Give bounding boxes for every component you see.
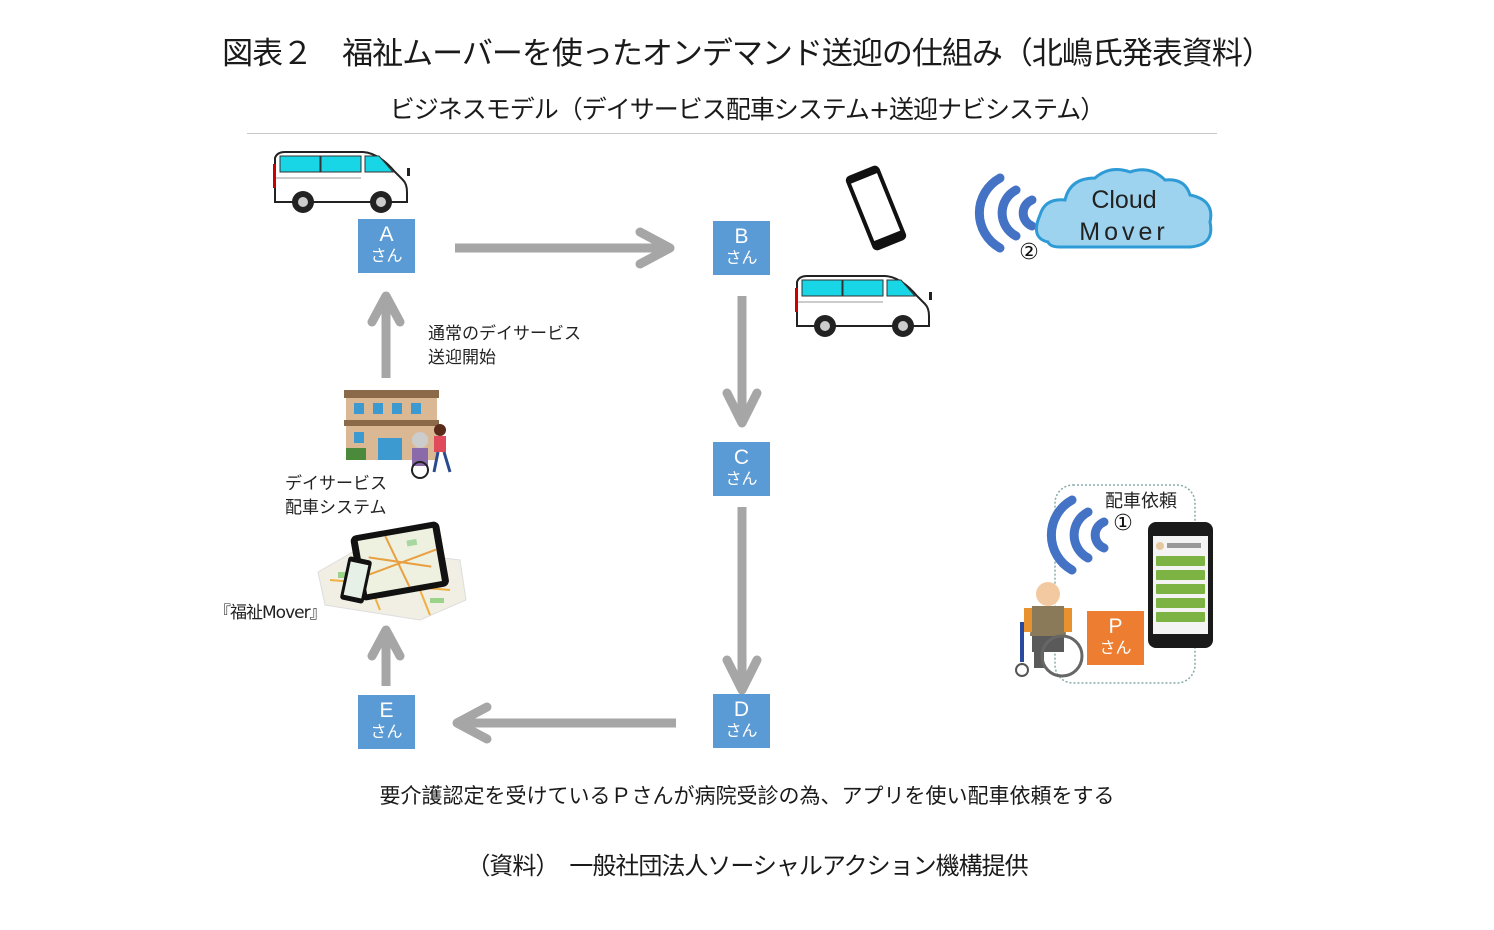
figure-source: （資料） 一般社団法人ソーシャルアクション機構提供 [466,852,1028,880]
step-1-marker: ① [1113,511,1133,536]
node-d-suffix: さん [725,723,758,740]
node-a-letter: A [379,223,394,246]
node-d-letter: D [733,698,750,721]
step-2-marker: ② [1019,240,1039,265]
wireless-signal-icon-cloud [979,178,1032,248]
cloud-label-line2: Mover [1079,218,1168,246]
dispatch-system-label: デイサービス 配車システム [285,472,387,520]
node-d: D さん [713,694,770,748]
node-c-letter: C [733,446,750,469]
node-c-suffix: さん [725,471,758,488]
arrow-c-to-d [722,507,762,695]
figure-title: 図表２ 福祉ムーバーを使ったオンデマンド送迎の仕組み（北嶋氏発表資料） [222,36,1273,72]
title-divider [247,133,1217,134]
node-p: P さん [1087,611,1144,665]
figure-caption: 要介護認定を受けているＰさんが病院受診の為、アプリを使い配車依頼をする [379,784,1115,808]
node-a: A さん [358,219,415,273]
van-icon-a [272,151,411,214]
dispatch-system-line2: 配車システム [285,498,387,518]
node-e: E さん [358,695,415,749]
pickup-start-line2: 送迎開始 [428,348,496,368]
node-e-suffix: さん [370,724,403,741]
pickup-start-label: 通常のデイサービス 送迎開始 [428,322,581,370]
arrow-e-to-app [367,625,405,686]
node-a-suffix: さん [370,248,403,265]
dispatch-app-phone-icon [1148,522,1213,648]
node-c: C さん [713,442,770,496]
smartphone-icon [845,165,907,251]
arrow-b-to-c [722,296,762,428]
figure-subtitle: ビジネスモデル（デイサービス配車システム+送迎ナビシステム） [389,95,1105,124]
node-e-letter: E [379,699,394,722]
cloud-label-line1: Cloud [1091,186,1156,214]
app-name-label: 『福祉Mover』 [214,603,327,623]
arrow-daycare-to-a [367,291,405,378]
node-p-letter: P [1108,615,1123,638]
wireless-signal-icon-request [1051,500,1104,570]
pickup-start-line1: 通常のデイサービス [428,324,581,344]
node-b-letter: B [734,225,749,248]
wheelchair-user-icon [1015,582,1084,678]
map-tablet-icon [317,521,467,621]
node-b-suffix: さん [725,250,758,267]
request-label: 配車依頼 [1105,491,1177,512]
dispatch-system-line1: デイサービス [285,474,387,494]
node-p-suffix: さん [1099,640,1132,657]
arrow-a-to-b [455,227,675,269]
cloud-icon [1034,168,1213,249]
van-icon-b [794,275,933,338]
node-b: B さん [713,221,770,275]
day-service-building-icon [344,390,452,479]
arrow-d-to-e [452,702,676,744]
